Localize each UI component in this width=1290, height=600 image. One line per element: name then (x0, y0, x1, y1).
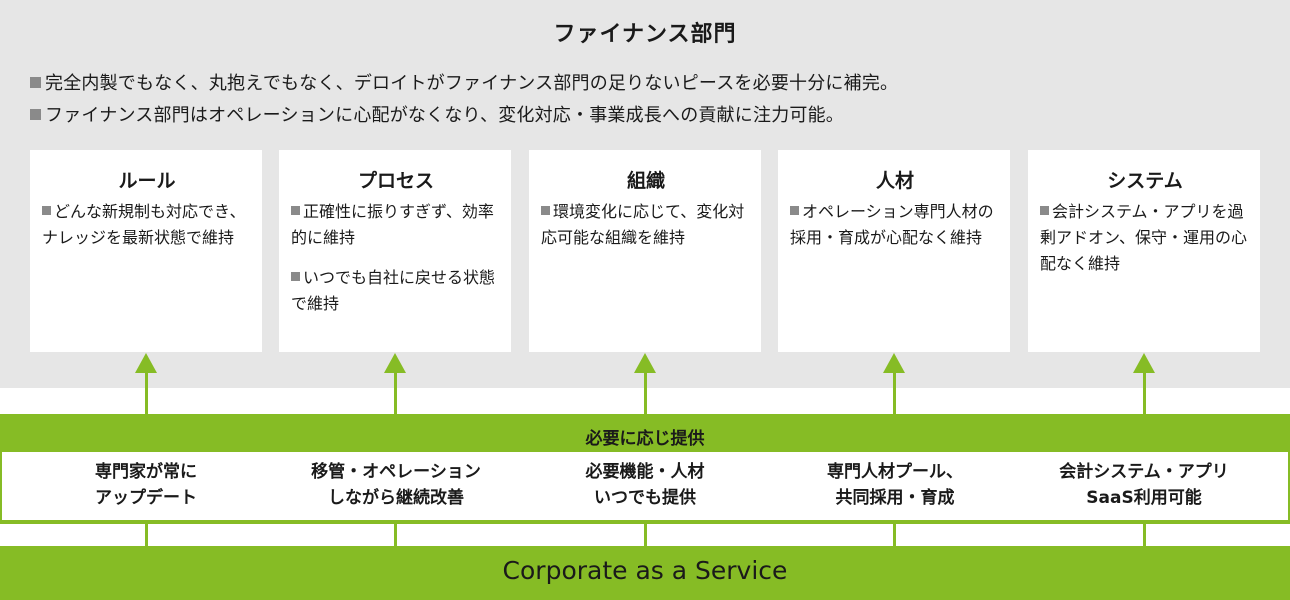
card-item: いつでも自社に戻せる状態で維持 (291, 268, 496, 313)
arrow-head-icon (384, 353, 406, 373)
connector-line (145, 520, 148, 548)
page-title: ファイナンス部門 (553, 22, 737, 47)
service-expert-update: 専門家が常にアップデート (95, 462, 197, 508)
card-item: 会計システム・アプリを過剰アドオン、保守・運用の心配なく維持 (1040, 202, 1248, 273)
bullet-square-icon (291, 272, 300, 281)
bullet-square-icon (790, 206, 799, 215)
connector-line (1143, 520, 1146, 548)
card-item: どんな新規制も対応でき､ナレッジを最新状態で維持 (42, 202, 239, 247)
arrow-head-icon (1133, 353, 1155, 373)
arrow-head-icon (883, 353, 905, 373)
card-system: システム 会計システム・アプリを過剰アドオン、保守・運用の心配なく維持 (1028, 150, 1260, 352)
provision-band-label: 必要に応じ提供 (585, 429, 705, 449)
summary-line-1: 完全内製でもなく、丸抱えでもなく、デロイトがファイナンス部門の足りないピースを必… (30, 69, 898, 95)
bullet-square-icon (291, 206, 300, 215)
card-process: プロセス 正確性に振りすぎず、効率的に維持 いつでも自社に戻せる状態で維持 (279, 150, 511, 352)
arrow-head-icon (135, 353, 157, 373)
card-rule: ルール どんな新規制も対応でき､ナレッジを最新状態で維持 (30, 150, 262, 352)
arrow-up-icon (1143, 370, 1146, 416)
connector-line (893, 520, 896, 548)
card-title: プロセス (357, 170, 434, 192)
arrow-up-icon (644, 370, 647, 416)
connector-line (644, 520, 647, 548)
arrow-up-icon (893, 370, 896, 416)
services-row (2, 452, 1288, 520)
bullet-square-icon (1040, 206, 1049, 215)
arrow-up-icon (394, 370, 397, 416)
card-title: システム (1107, 170, 1183, 192)
arrow-head-icon (634, 353, 656, 373)
card-title: ルール (118, 170, 176, 192)
service-on-demand: 必要機能・人材いつでも提供 (585, 462, 705, 508)
card-talent: 人材 オペレーション専門人材の採用・育成が心配なく維持 (778, 150, 1010, 352)
footer-band (0, 546, 1290, 600)
summary-line-2: ファイナンス部門はオペレーションに心配がなくなり、変化対応・事業成長への貢献に注… (30, 101, 844, 127)
bullet-square-icon (42, 206, 51, 215)
card-item: オペレーション専門人材の採用・育成が心配なく維持 (790, 202, 994, 247)
bullet-square-icon (541, 206, 550, 215)
card-organization: 組織 環境変化に応じて、変化対応可能な組織を維持 (529, 150, 761, 352)
service-transfer-operation: 移管・オペレーションしながら継続改善 (311, 462, 481, 508)
footer-label: Corporate as a Service (502, 556, 788, 585)
connector-line (394, 520, 397, 548)
card-title: 人材 (875, 170, 914, 192)
bullet-square-icon (30, 108, 41, 120)
service-talent-pool: 専門人材プール、共同採用・育成 (827, 462, 963, 508)
arrow-up-icon (145, 370, 148, 416)
card-item: 環境変化に応じて、変化対応可能な組織を維持 (541, 202, 745, 247)
bullet-square-icon (30, 76, 41, 88)
card-item: 正確性に振りすぎず、効率的に維持 (291, 202, 494, 247)
card-title: 組織 (626, 170, 665, 192)
